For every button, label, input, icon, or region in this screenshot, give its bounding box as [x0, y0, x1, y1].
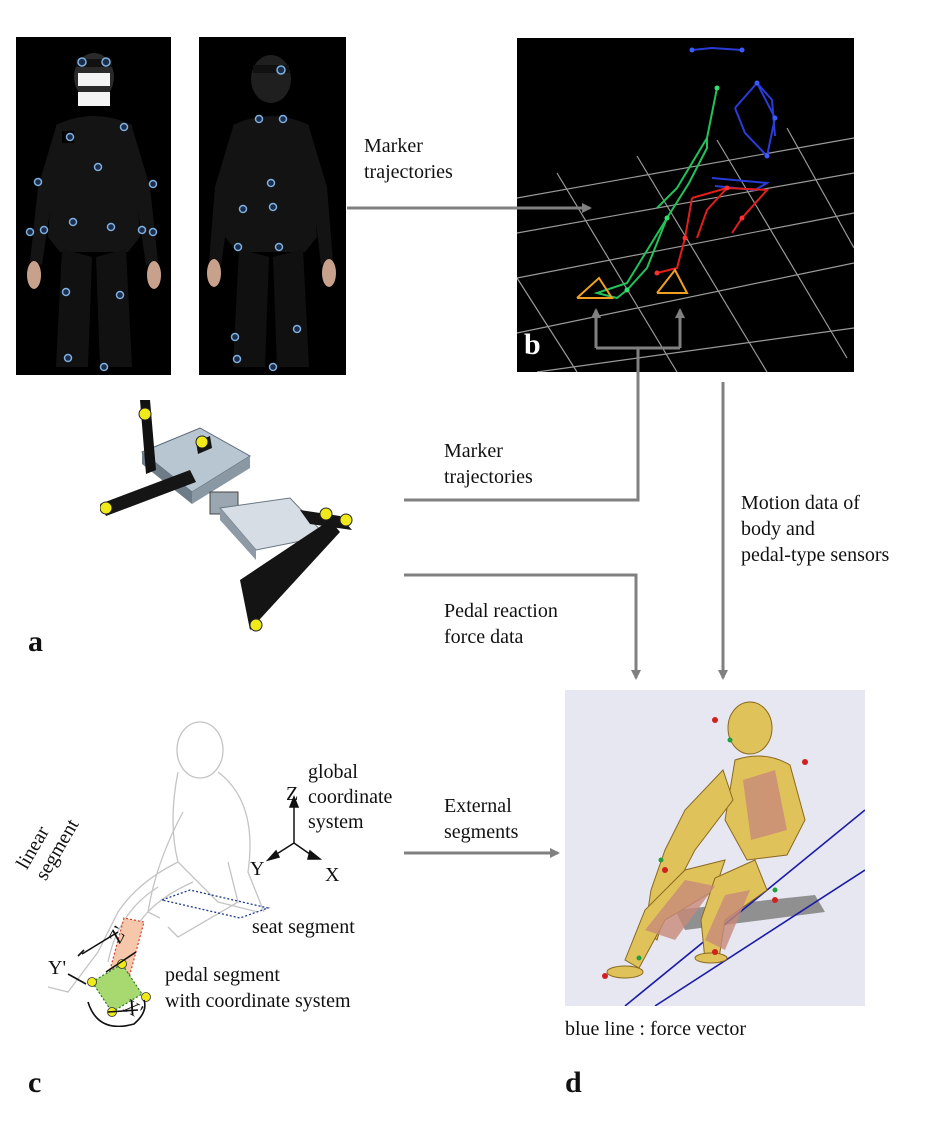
- label-marker-trajectories-2-line2: trajectories: [444, 466, 533, 488]
- axis-yprime-label: Y': [48, 957, 67, 979]
- label-global-coordinate-system: global coordinate system: [308, 760, 392, 835]
- axis-z-label: Z: [286, 783, 299, 805]
- label-pedal-line1: pedal segment: [165, 964, 280, 986]
- global-axes-icon: [266, 795, 323, 862]
- label-global-line1: global: [308, 761, 358, 783]
- panel-letter-b: b: [524, 328, 541, 361]
- label-global-line2: coordinate: [308, 786, 393, 808]
- caption-force-vector: blue line : force vector: [565, 1018, 747, 1040]
- label-marker-trajectories-1-line2: trajectories: [364, 161, 453, 183]
- label-marker-trajectories-1-line1: Marker: [364, 135, 423, 157]
- label-marker-trajectories-1: Marker trajectories: [364, 133, 453, 185]
- label-pedal-line2: with coordinate system: [165, 990, 351, 1012]
- label-external-line1: External: [444, 795, 512, 817]
- label-pedal-force-line1: Pedal reaction: [444, 600, 558, 622]
- label-motion-line3: pedal-type sensors: [741, 544, 890, 566]
- label-external-segments: External segments: [444, 793, 518, 845]
- label-global-line3: system: [308, 811, 364, 833]
- axis-x-label: X: [325, 864, 340, 886]
- panel-letter-d: d: [565, 1066, 582, 1099]
- label-motion-data: Motion data of body and pedal-type senso…: [741, 490, 889, 568]
- subject-back-photo: [199, 37, 346, 375]
- label-motion-line2: body and: [741, 518, 815, 540]
- panel-letter-c: c: [28, 1066, 42, 1099]
- label-pedal-force-line2: force data: [444, 626, 524, 648]
- pedal-sensor-device: [100, 400, 353, 632]
- label-pedal-segment: pedal segment with coordinate system: [165, 962, 351, 1014]
- seated-subject-drawing: [47, 721, 271, 1027]
- label-marker-trajectories-2-line1: Marker: [444, 440, 503, 462]
- subject-front-photo: [16, 37, 171, 375]
- axis-y-label: Y: [250, 858, 265, 880]
- label-marker-trajectories-2: Marker trajectories: [444, 438, 533, 490]
- label-pedal-reaction-force: Pedal reaction force data: [444, 598, 558, 650]
- musculoskeletal-model-view: [565, 690, 865, 1006]
- label-seat-segment: seat segment: [252, 916, 355, 938]
- label-motion-line1: Motion data of: [741, 492, 860, 514]
- label-external-line2: segments: [444, 821, 519, 843]
- motion-capture-view: [517, 38, 854, 372]
- panel-letter-a: a: [28, 625, 43, 658]
